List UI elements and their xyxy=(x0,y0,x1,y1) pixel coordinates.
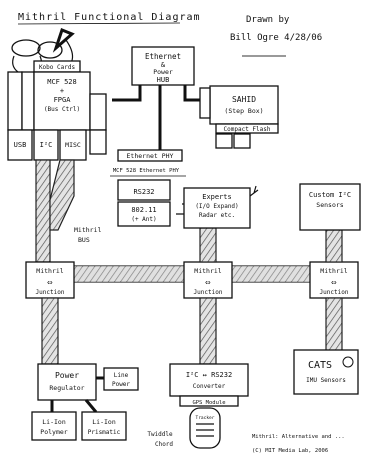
mcu-bottom-port xyxy=(90,130,106,154)
sahid-title: SAHID xyxy=(232,95,256,104)
mid-upper-bus xyxy=(200,228,216,262)
gps-line1: GPS Module xyxy=(192,400,225,406)
junction-left-line1: Mithril xyxy=(36,267,63,275)
mcu-line2: + xyxy=(60,87,64,95)
junction-mid-arrows-icon: ⇔ xyxy=(205,278,211,288)
bus-label-line1: Mithril xyxy=(74,226,101,234)
mid-lower-bus xyxy=(200,298,216,364)
i2c-label: I²C xyxy=(40,141,53,149)
usb-label: USB xyxy=(14,141,27,149)
mcu-side-port-b xyxy=(22,72,34,130)
drawn-by-signature: Bill Ogre 4/28/06 xyxy=(230,33,322,43)
junction-left: Mithril ⇔ Junction xyxy=(26,262,74,298)
left-lower-bus xyxy=(42,298,58,364)
expansion-line2: (I/O Expand) xyxy=(195,203,238,210)
junction-right-arrows-icon: ⇔ xyxy=(331,278,337,288)
cats-line2: IMU Sensors xyxy=(306,377,346,384)
sahid-subtitle: (Step Box) xyxy=(224,107,263,115)
rs232-label: RS232 xyxy=(133,188,154,196)
i2c-sensors-node: Custom I²C Sensors xyxy=(300,184,360,230)
junction-right-line1: Mithril xyxy=(320,267,347,275)
left-bus-branch xyxy=(50,160,74,230)
lipo-line2: Polymer xyxy=(40,428,67,436)
converter-node: I²C ↔ RS232 Converter GPS Module Tracker… xyxy=(147,364,248,448)
liion-line1: Li-Ion xyxy=(92,418,116,426)
mcu-side-port-a xyxy=(8,72,22,130)
gps-line2: Tracker xyxy=(196,415,215,421)
junction-right-line2: Junction xyxy=(320,289,349,296)
sahid-side-port xyxy=(200,88,210,118)
ethernet-subtitle: MCF 528 Ethernet PHY xyxy=(113,168,180,174)
ethernet-hub-line3: Power xyxy=(153,68,173,76)
power-box xyxy=(38,364,96,400)
junction-mid-line2: Junction xyxy=(194,289,223,296)
junction-left-line2: Junction xyxy=(36,289,65,296)
ethernet-hub-line4: HUB xyxy=(157,76,170,84)
cats-node: CATS IMU Sensors xyxy=(294,350,358,394)
wifi-line2: (+ Ant) xyxy=(131,216,156,223)
hub-to-mcu-wire xyxy=(112,85,140,100)
mcu-line1: MCF 528 xyxy=(47,78,77,86)
right-upper-bus xyxy=(326,230,342,262)
power-node: Power Regulator Line Power Li-Ion Polyme… xyxy=(32,364,138,440)
right-lower-bus xyxy=(326,298,342,352)
line-power-line2: Power xyxy=(112,381,130,388)
mcu-line4: (Bus Ctrl) xyxy=(44,106,80,113)
wifi-line1: 802.11 xyxy=(131,206,156,214)
liion-line2: Prismatic xyxy=(88,429,121,436)
ethernet-hub-node: Ethernet & Power HUB xyxy=(132,47,194,85)
sahid-box xyxy=(210,86,278,124)
lipo-line1: Li-Ion xyxy=(42,418,66,426)
mcu-cluster: Kobo Cards MCF 528 + FPGA (Bus Ctrl) USB… xyxy=(8,61,106,160)
drawn-by-label: Drawn by xyxy=(246,15,290,25)
line-power-line1: Line xyxy=(114,372,129,379)
power-line2: Regulator xyxy=(49,384,84,392)
converter-line2: Converter xyxy=(193,383,226,390)
mcu-line3: FPGA xyxy=(54,96,72,104)
footer-line1: Mithril: Alternative and ... xyxy=(252,434,345,440)
compact-flash-label: Compact Flash xyxy=(224,126,271,133)
expansion-line3: Radar etc. xyxy=(199,212,235,219)
left-bus-trunk xyxy=(36,160,50,262)
twiddle-line1: Twiddle xyxy=(147,431,173,438)
i2c-sensors-line1: Custom I²C xyxy=(309,191,351,199)
misc-label: MISC xyxy=(65,141,81,149)
title-underline xyxy=(18,23,180,24)
junction-mid-line1: Mithril xyxy=(194,267,221,275)
twiddler-device xyxy=(190,408,220,448)
sahid-node: SAHID (Step Box) Compact Flash xyxy=(200,86,278,148)
phy-column: Ethernet PHY MCF 528 Ethernet PHY RS232 … xyxy=(110,150,190,226)
ethernet-hub-line1: Ethernet xyxy=(145,52,181,61)
power-to-liion-wire xyxy=(86,400,96,412)
cats-line1: CATS xyxy=(308,360,332,371)
ethernet-phy-label: Ethernet PHY xyxy=(127,152,174,160)
junction-left-arrows-icon: ⇔ xyxy=(47,278,53,288)
kobo-label: Kobo Cards xyxy=(39,64,76,71)
bus-label-line2: BUS xyxy=(78,236,90,244)
junction-right: Mithril ⇔ Junction xyxy=(310,262,358,298)
converter-line1: I²C ↔ RS232 xyxy=(186,371,232,379)
expansion-line1: Experts xyxy=(202,193,232,201)
junction-mid: Mithril ⇔ Junction xyxy=(184,262,232,298)
diagram-title: Mithril Functional Diagram xyxy=(18,12,201,23)
power-line1: Power xyxy=(55,371,79,380)
i2c-sensors-line2: Sensors xyxy=(316,201,343,209)
expansion-antenna-icon xyxy=(250,186,258,196)
footer-line2: (C) MIT Media Lab, 2006 xyxy=(252,448,328,454)
converter-box xyxy=(170,364,248,396)
sahid-port-b xyxy=(234,134,250,148)
mcu-right-port xyxy=(90,94,106,130)
sahid-port-a xyxy=(216,134,232,148)
expansion-node: Experts (I/O Expand) Radar etc. xyxy=(184,186,258,228)
twiddle-line2: Chord xyxy=(155,441,173,448)
